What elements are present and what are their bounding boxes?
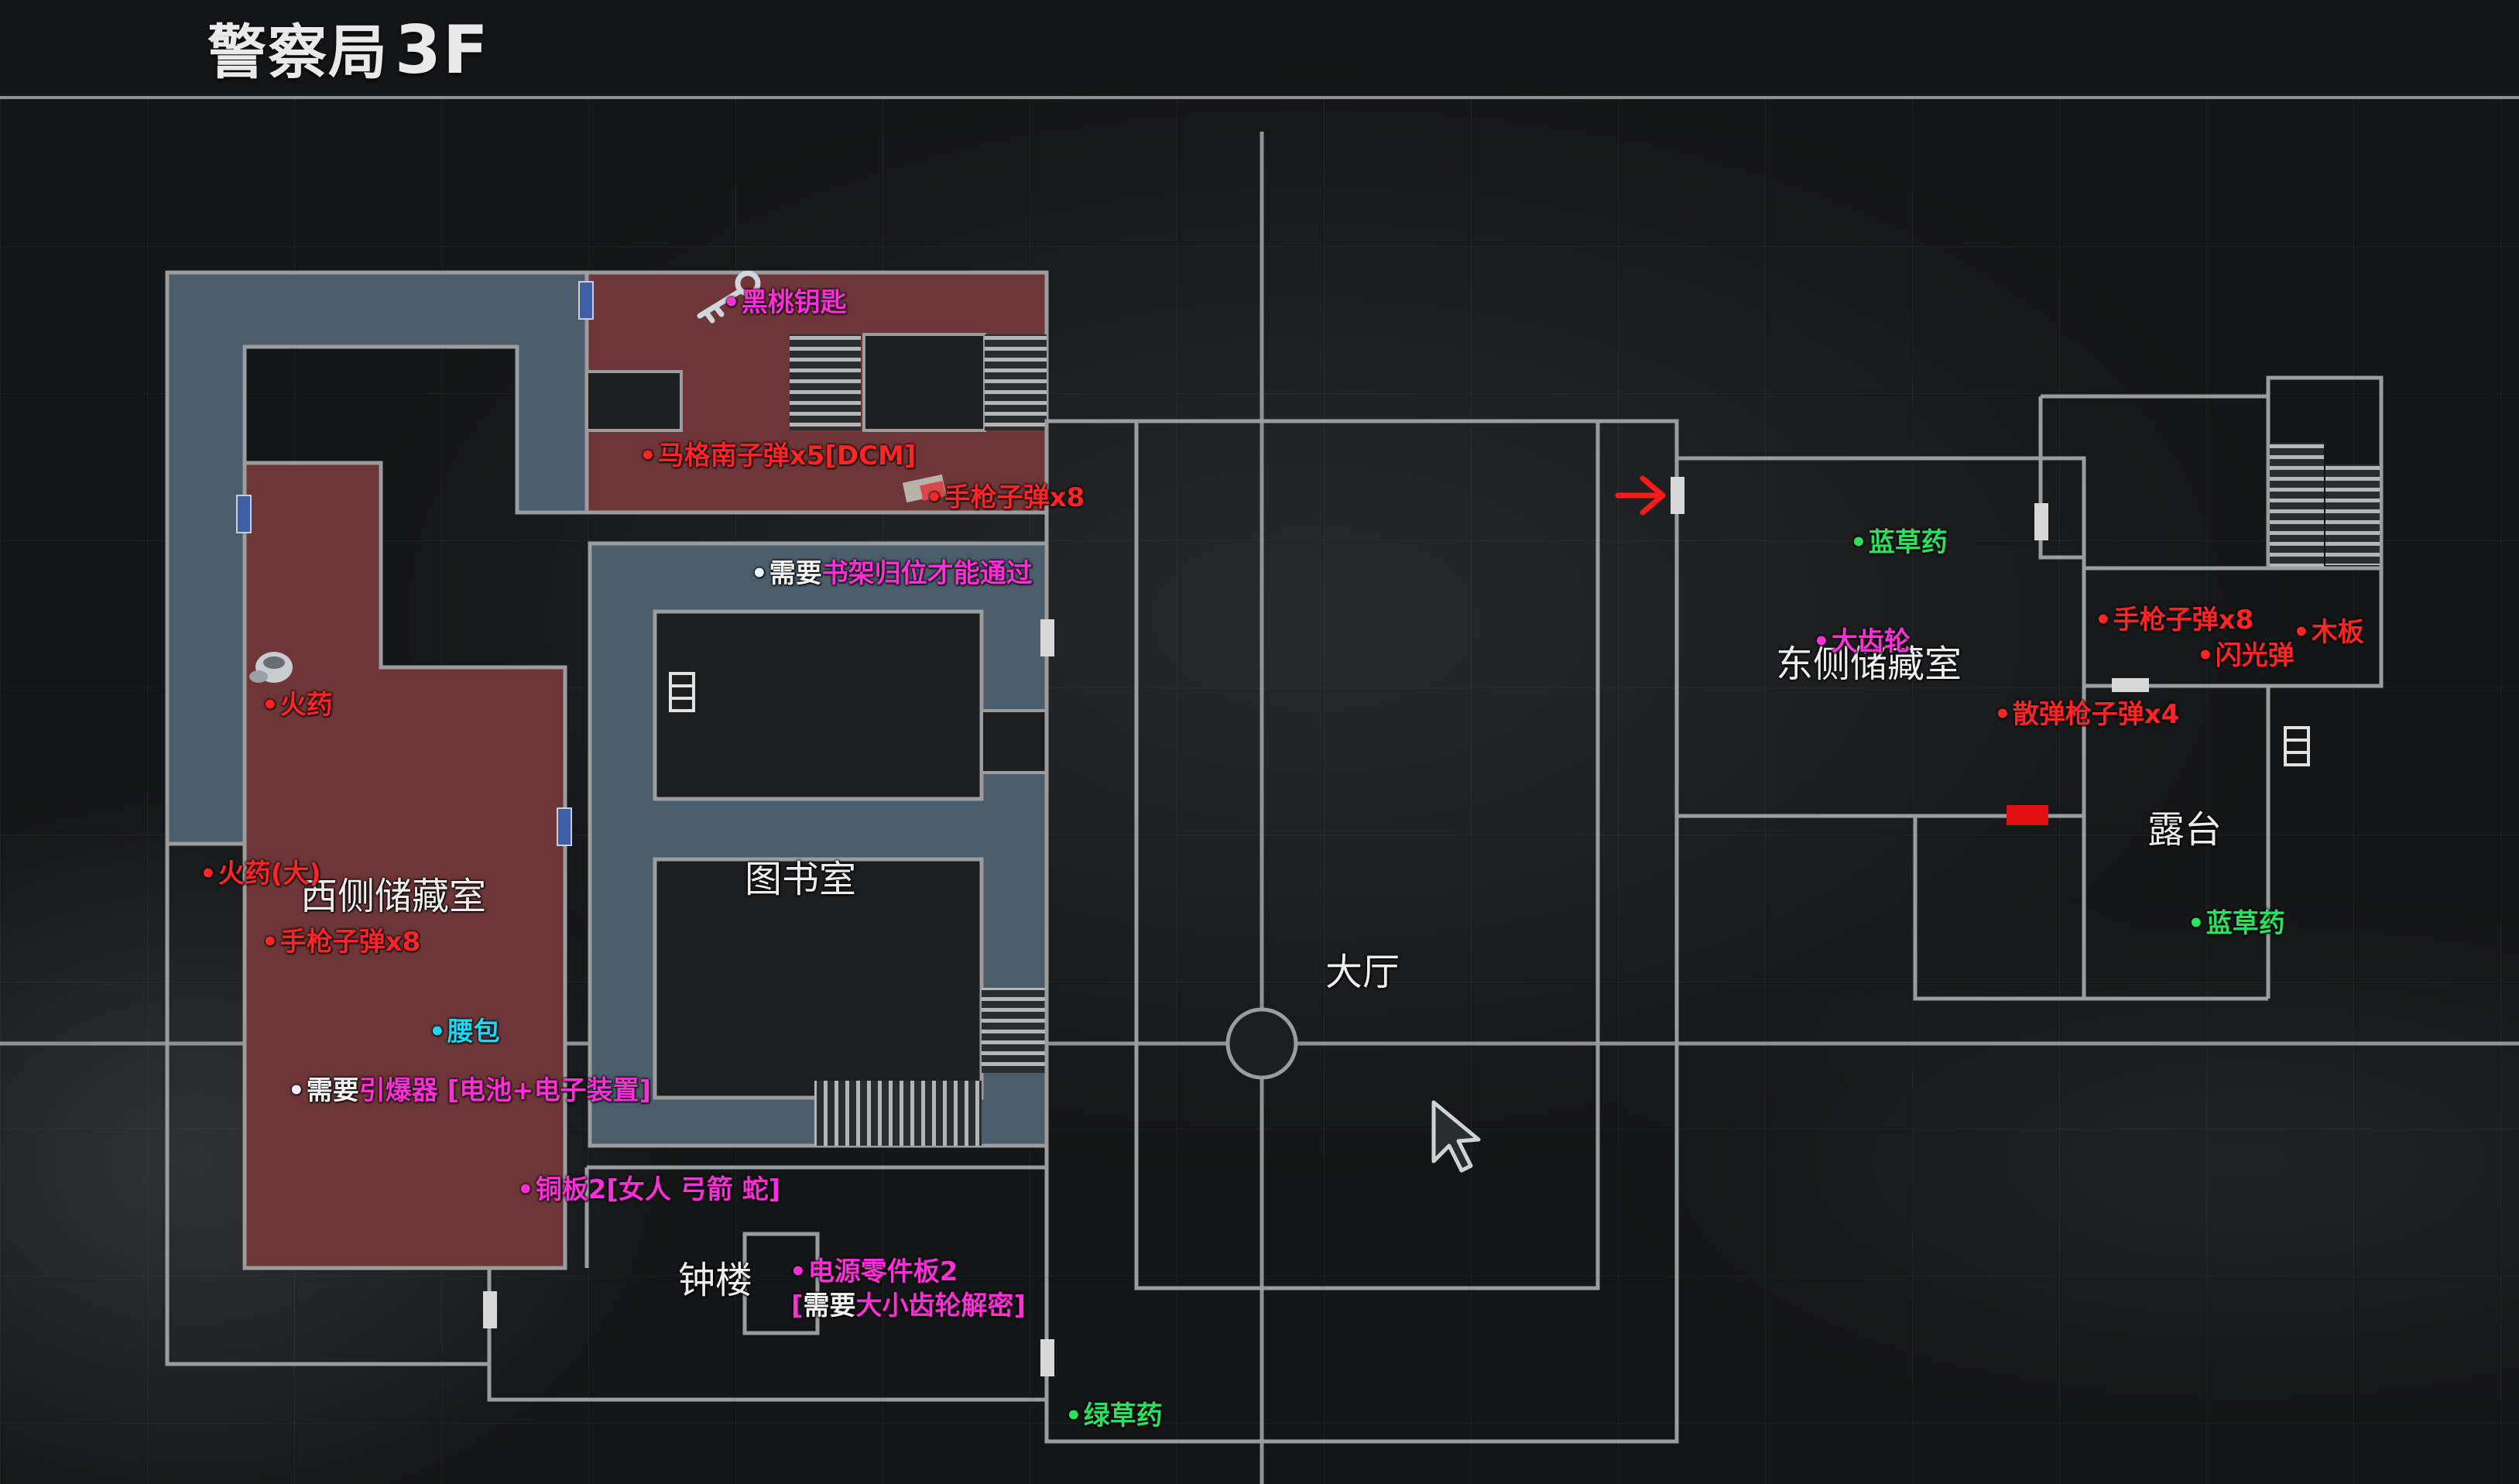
door-icon <box>1040 619 1054 656</box>
door-icon <box>2034 503 2048 540</box>
main-hall <box>1044 419 1679 1444</box>
item-label-large-gear: 大齿轮 <box>1813 629 1911 655</box>
item-label-hip-pouch: 腰包 <box>429 1019 500 1045</box>
note-gear-bracket: [ <box>791 1290 804 1321</box>
door-markers <box>236 281 2149 1376</box>
door-icon <box>1671 477 1684 514</box>
room-label-hall: 大厅 <box>1325 951 1400 994</box>
page-title: 警察局3F <box>207 5 490 90</box>
item-label-blue-herb-east: 蓝草药 <box>1850 530 1948 556</box>
door-icon <box>557 807 572 846</box>
item-label-blue-herb-balcony: 蓝草药 <box>2188 910 2285 937</box>
door-icon <box>2112 678 2149 692</box>
item-label-wood-board: 木板 <box>2293 619 2364 646</box>
header-divider <box>0 96 2519 99</box>
note-detonator-prefix: 需要 <box>288 1075 359 1106</box>
item-label-shotgun-shells: 散弹枪子弹x4 <box>1994 701 2180 728</box>
item-label-handgun-ammo-north: 手枪子弹x8 <box>926 485 1085 511</box>
note-detonator-text: 引爆器 [电池+电子装置] <box>358 1075 652 1106</box>
stairs-icon <box>790 334 861 430</box>
note-gear-puzzle: [需要大小齿轮解密] <box>791 1293 1026 1319</box>
room-label-west-storage: 西侧储藏室 <box>300 875 487 918</box>
item-label-handgun-ammo-west: 手枪子弹x8 <box>262 929 421 955</box>
building-name: 警察局 <box>207 18 389 87</box>
note-gear-prefix: 需要 <box>803 1290 856 1321</box>
door-icon <box>578 281 594 320</box>
room-label-balcony: 露台 <box>2147 808 2223 852</box>
item-label-copper-plate: 铜板2[女人 弓箭 蛇] <box>517 1177 780 1203</box>
note-detonator: 需要引爆器 [电池+电子装置] <box>288 1075 652 1106</box>
floor-indicator: 3F <box>395 12 490 89</box>
library-corridor <box>588 541 1049 1148</box>
cursor-icon[interactable] <box>1431 1100 1481 1173</box>
item-label-power-panel: 电源零件板2 <box>790 1259 958 1285</box>
room-label-library: 图书室 <box>745 858 857 901</box>
bookshelf-icon <box>669 672 695 712</box>
item-label-flash-grenade: 闪光弹 <box>2197 643 2295 669</box>
door-icon <box>236 495 252 533</box>
note-bookshelf-text: 书架归位才能通过 <box>821 558 1033 589</box>
item-label-handgun-ammo-east: 手枪子弹x8 <box>2095 607 2254 633</box>
stairs-icon <box>814 1081 982 1146</box>
item-label-gunpowder: 火药 <box>262 692 333 718</box>
stairs-icon <box>982 988 1047 1073</box>
gunpowder-icon <box>249 652 293 683</box>
door-icon <box>483 1291 497 1328</box>
item-label-magnum-ammo: 马格南子弹x5[DCM] <box>639 443 917 469</box>
west-storage-room <box>242 461 567 1270</box>
note-bookshelf-prefix: 需要 <box>751 558 822 589</box>
stairs-icon <box>985 334 1047 430</box>
door-icon <box>1040 1339 1054 1376</box>
room-label-clock-tower: 钟楼 <box>678 1259 753 1302</box>
stairs-icon <box>2325 464 2380 565</box>
note-gear-text: 大小齿轮解密] <box>855 1290 1026 1321</box>
stairs-icon <box>2270 443 2324 567</box>
item-label-green-herb: 绿草药 <box>1065 1403 1163 1429</box>
item-label-black-key: 黑桃钥匙 <box>723 290 847 316</box>
north-red-room <box>584 270 1049 515</box>
locked-door-icon <box>2007 805 2048 825</box>
item-label-gunpowder-large: 火药(大) <box>200 861 321 887</box>
note-bookshelf: 需要书架归位才能通过 <box>751 558 1033 589</box>
arrow-icon <box>1615 475 1666 516</box>
bookshelf-icon <box>2284 726 2310 766</box>
east-wing <box>1674 375 2384 1001</box>
